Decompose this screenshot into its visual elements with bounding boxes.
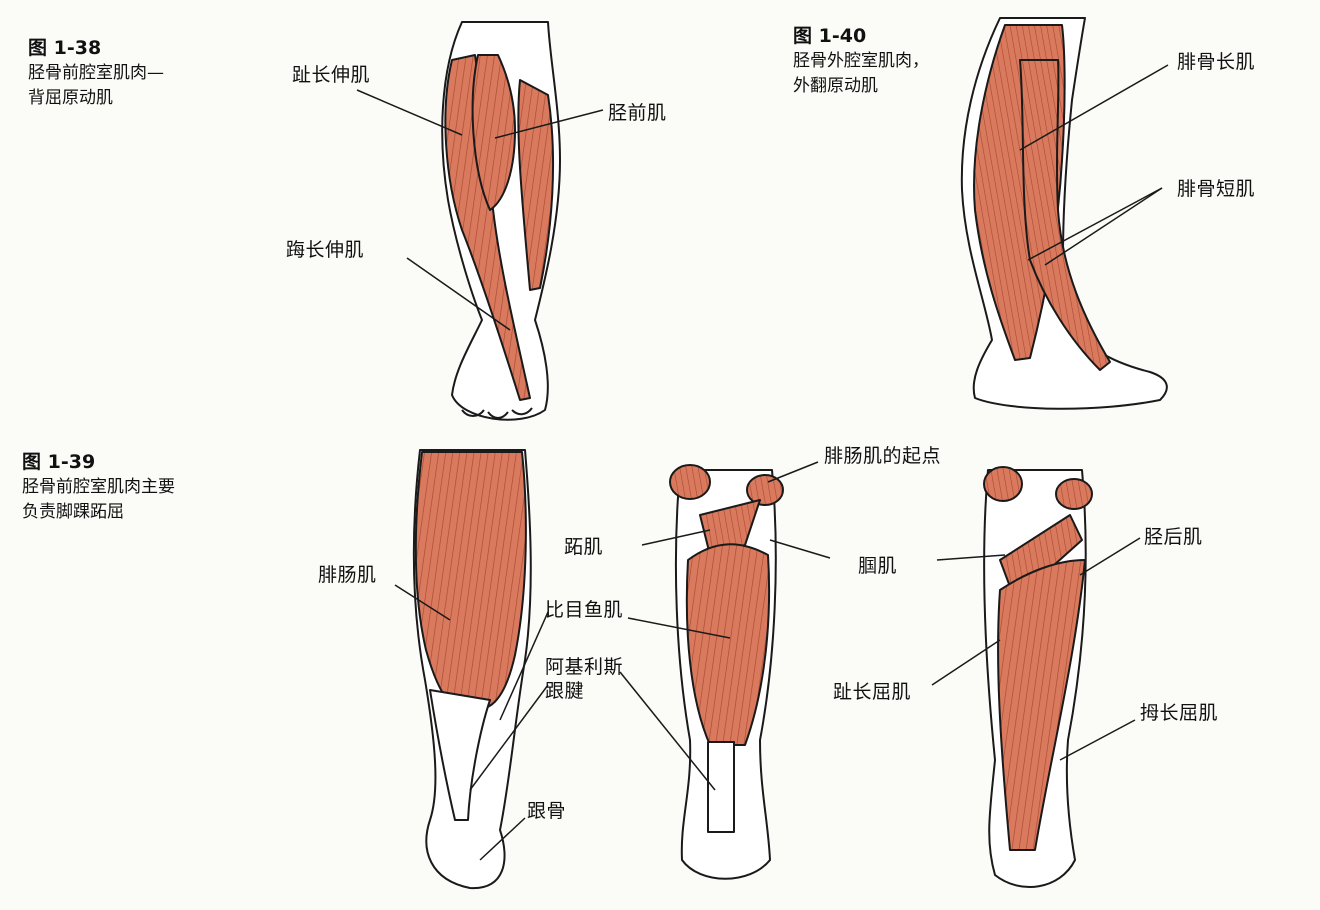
- label-flexor-hallucis-longus: 拇长屈肌: [1140, 702, 1219, 724]
- label-calcaneus: 跟骨: [527, 800, 567, 822]
- label-popliteus: 腘肌: [858, 555, 898, 577]
- label-extensor-hallucis-longus: 踇长伸肌: [286, 239, 365, 261]
- label-gastrocnemius-origin: 腓肠肌的起点: [824, 445, 942, 467]
- figure-caption-1-38: 图 1-38 胫骨前腔室肌肉— 背屈原动肌: [28, 36, 164, 111]
- figure-number: 图 1-40: [793, 25, 867, 47]
- caption-line: 胫骨外腔室肌肉，: [793, 51, 929, 71]
- caption-line: 负责脚踝跖屈: [22, 502, 124, 522]
- figure-caption-1-40: 图 1-40 胫骨外腔室肌肉， 外翻原动肌: [793, 24, 929, 99]
- caption-line: 外翻原动肌: [793, 76, 878, 96]
- label-extensor-digitorum-longus: 趾长伸肌: [292, 64, 371, 86]
- caption-line: 背屈原动肌: [28, 88, 113, 108]
- posterior-middle-illustration: [669, 464, 784, 880]
- posterior-superficial-illustration: [412, 449, 532, 890]
- lateral-leg-illustration: [960, 17, 1168, 410]
- caption-line: 胫骨前腔室肌肉主要: [22, 477, 175, 497]
- label-soleus: 比目鱼肌: [545, 599, 624, 621]
- anterior-leg-illustration: [441, 21, 561, 421]
- label-achilles-tendon-line2: 跟腱: [545, 680, 585, 702]
- label-gastrocnemius: 腓肠肌: [318, 564, 377, 586]
- caption-line: 胫骨前腔室肌肉—: [28, 63, 164, 83]
- label-flexor-digitorum-longus: 趾长屈肌: [833, 681, 912, 703]
- label-tibialis-posterior: 胫后肌: [1144, 526, 1203, 548]
- label-tibialis-anterior: 胫前肌: [608, 102, 667, 124]
- figure-number: 图 1-38: [28, 37, 102, 59]
- figure-number: 图 1-39: [22, 451, 96, 473]
- label-plantaris: 跖肌: [564, 536, 604, 558]
- posterior-deep-illustration: [983, 466, 1093, 888]
- figure-caption-1-39: 图 1-39 胫骨前腔室肌肉主要 负责脚踝跖屈: [22, 450, 175, 525]
- label-peroneus-brevis: 腓骨短肌: [1177, 178, 1256, 200]
- label-achilles-tendon-line1: 阿基利斯: [545, 656, 624, 678]
- leader-lines: [356, 64, 1169, 861]
- label-peroneus-longus: 腓骨长肌: [1177, 51, 1256, 73]
